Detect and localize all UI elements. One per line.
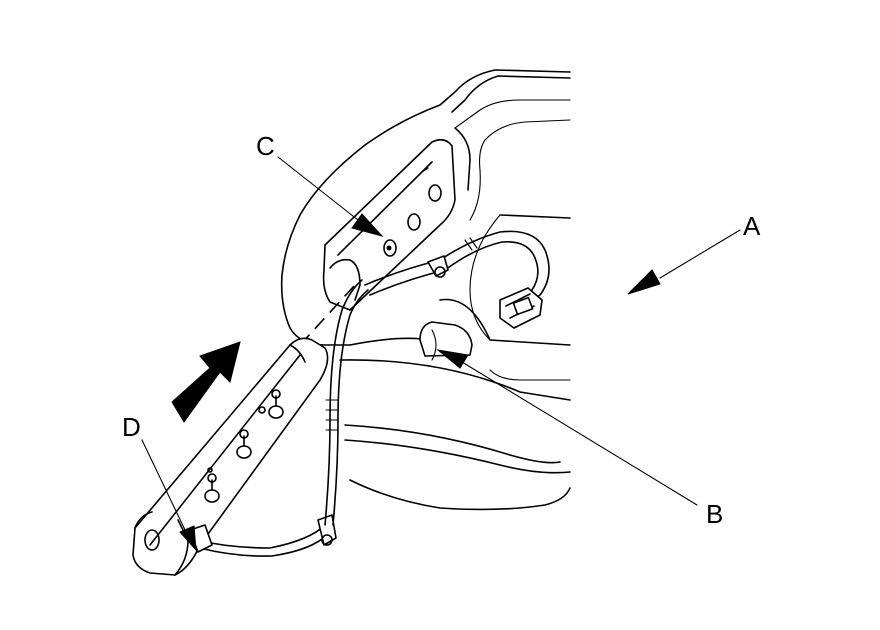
wire-harness [364, 230, 550, 303]
harness-connector [499, 287, 543, 329]
install-direction-arrow [171, 341, 241, 423]
module-stud-1 [204, 473, 220, 503]
callout-leader-b [436, 349, 698, 506]
callout-d-label: D [122, 412, 141, 442]
callout-a-label: A [743, 211, 761, 241]
module-stud-3 [268, 389, 284, 419]
callout-leader-c [277, 156, 384, 237]
alignment-guide-line [299, 284, 356, 346]
seat-cushion-bump [419, 321, 473, 361]
mounting-bracket [322, 138, 456, 311]
module-stud-2 [236, 429, 252, 459]
callout-c-label: C [256, 131, 275, 161]
side-airbag-module [132, 279, 369, 576]
callout-b-label: B [706, 499, 723, 529]
callout-leader-d [141, 439, 197, 552]
seat-back-frame [280, 69, 571, 511]
callout-leader-a [627, 229, 741, 295]
